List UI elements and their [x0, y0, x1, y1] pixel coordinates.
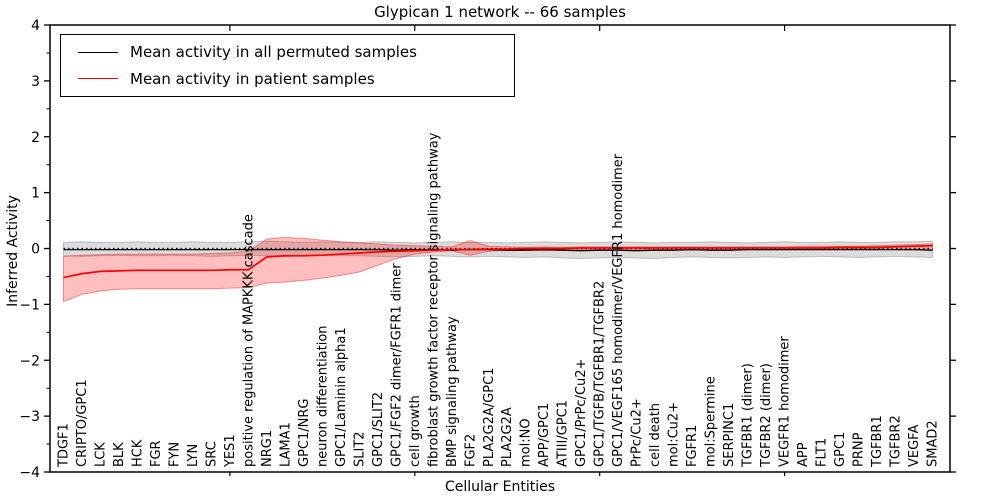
x-category-label: FGF2 — [463, 434, 478, 467]
y-axis-label: Inferred Activity — [5, 195, 21, 307]
x-category-label: LYN — [186, 444, 201, 467]
x-category-label: neuron differentiation — [315, 325, 330, 467]
legend-item-patient: Mean activity in patient samples — [61, 66, 514, 92]
x-category-label: SRC — [204, 441, 219, 467]
patient-line-swatch — [78, 78, 118, 80]
x-category-label: TGFBR1 (dimer) — [741, 363, 756, 468]
x-category-label: TDGF1 — [57, 423, 72, 468]
y-tick-label: −2 — [19, 353, 40, 369]
x-category-label: GPC1/VEGF165 homodimer/VEGFR1 homodimer — [611, 153, 626, 467]
patient-mean-line — [63, 244, 933, 279]
legend: Mean activity in all permuted samples Me… — [60, 34, 515, 97]
x-category-label: BMP signaling pathway — [445, 316, 460, 467]
y-tick-label: 1 — [31, 186, 40, 202]
x-category-label: mol:Cu2+ — [667, 402, 682, 467]
chart-title: Glypican 1 network -- 66 samples — [374, 3, 626, 21]
x-category-label: FYN — [167, 442, 182, 467]
x-axis-label: Cellular Entities — [444, 479, 556, 495]
x-category-label: LCK — [93, 442, 108, 467]
x-category-label: GPC1 — [833, 432, 848, 467]
x-category-label: BLK — [112, 442, 127, 467]
x-category-label: PrPc/Cu2+ — [630, 398, 645, 467]
x-category-label: VEGFA — [907, 425, 922, 467]
y-tick-label: −4 — [19, 465, 40, 481]
x-category-label: FLT1 — [815, 438, 830, 467]
x-category-label: cell death — [648, 403, 663, 467]
y-tick-label: −1 — [19, 297, 40, 313]
x-category-label: fibroblast growth factor receptor signal… — [426, 132, 441, 467]
x-category-label: GPC1/FGF2 dimer/FGFR1 dimer — [389, 263, 404, 467]
x-category-label: NRG1 — [260, 430, 275, 467]
legend-item-permuted: Mean activity in all permuted samples — [61, 39, 514, 65]
x-category-label: YES1 — [223, 434, 238, 468]
y-tick-label: 3 — [31, 74, 40, 90]
legend-label-patient: Mean activity in patient samples — [130, 69, 375, 88]
x-category-label: cell growth — [408, 395, 423, 467]
permuted-line-swatch — [78, 51, 118, 53]
x-category-label: APP/GPC1 — [537, 403, 552, 467]
x-category-label: SLIT2 — [352, 431, 367, 467]
x-category-label: PLA2G2A — [500, 407, 515, 467]
x-category-label: PLA2G2A/GPC1 — [482, 368, 497, 467]
x-category-label: CRIPTO/GPC1 — [75, 379, 90, 467]
y-tick-label: 0 — [31, 242, 40, 258]
x-category-label: TGFBR2 (dimer) — [759, 363, 774, 468]
x-category-label: PRNP — [852, 432, 867, 467]
x-category-label: GPC1/NRG — [297, 399, 312, 467]
legend-label-permuted: Mean activity in all permuted samples — [130, 43, 417, 62]
x-category-label: SMAD2 — [926, 420, 941, 467]
x-category-label: FGR — [149, 440, 164, 467]
x-category-label: VEGFR1 homodimer — [778, 336, 793, 467]
x-category-label: LAMA1 — [278, 422, 293, 467]
x-category-label: GPC1/TGFB/TGFBR1/TGFBR2 — [593, 281, 608, 467]
x-category-label: FGFR1 — [685, 425, 700, 467]
x-category-label: SERPINC1 — [722, 403, 737, 467]
x-category-label: GPC1/SLIT2 — [371, 392, 386, 467]
y-tick-label: 4 — [31, 18, 40, 34]
y-tick-label: 2 — [31, 130, 40, 146]
x-category-label: GPC1/Laminin alpha1 — [334, 327, 349, 467]
x-category-label: ATIII/GPC1 — [556, 400, 571, 467]
x-category-label: HCK — [130, 439, 145, 467]
y-tick-label: −3 — [19, 409, 40, 425]
x-category-label: APP — [796, 442, 811, 467]
x-category-label: positive regulation of MAPKKK cascade — [241, 214, 256, 467]
x-category-label: TGFBR2 — [889, 415, 904, 468]
x-category-label: mol:NO — [519, 418, 534, 467]
x-category-label: mol:Spermine — [704, 376, 719, 467]
x-category-label: GPC1/PrPc/Cu2+ — [574, 359, 589, 467]
x-category-label: TGFBR1 — [870, 415, 885, 468]
